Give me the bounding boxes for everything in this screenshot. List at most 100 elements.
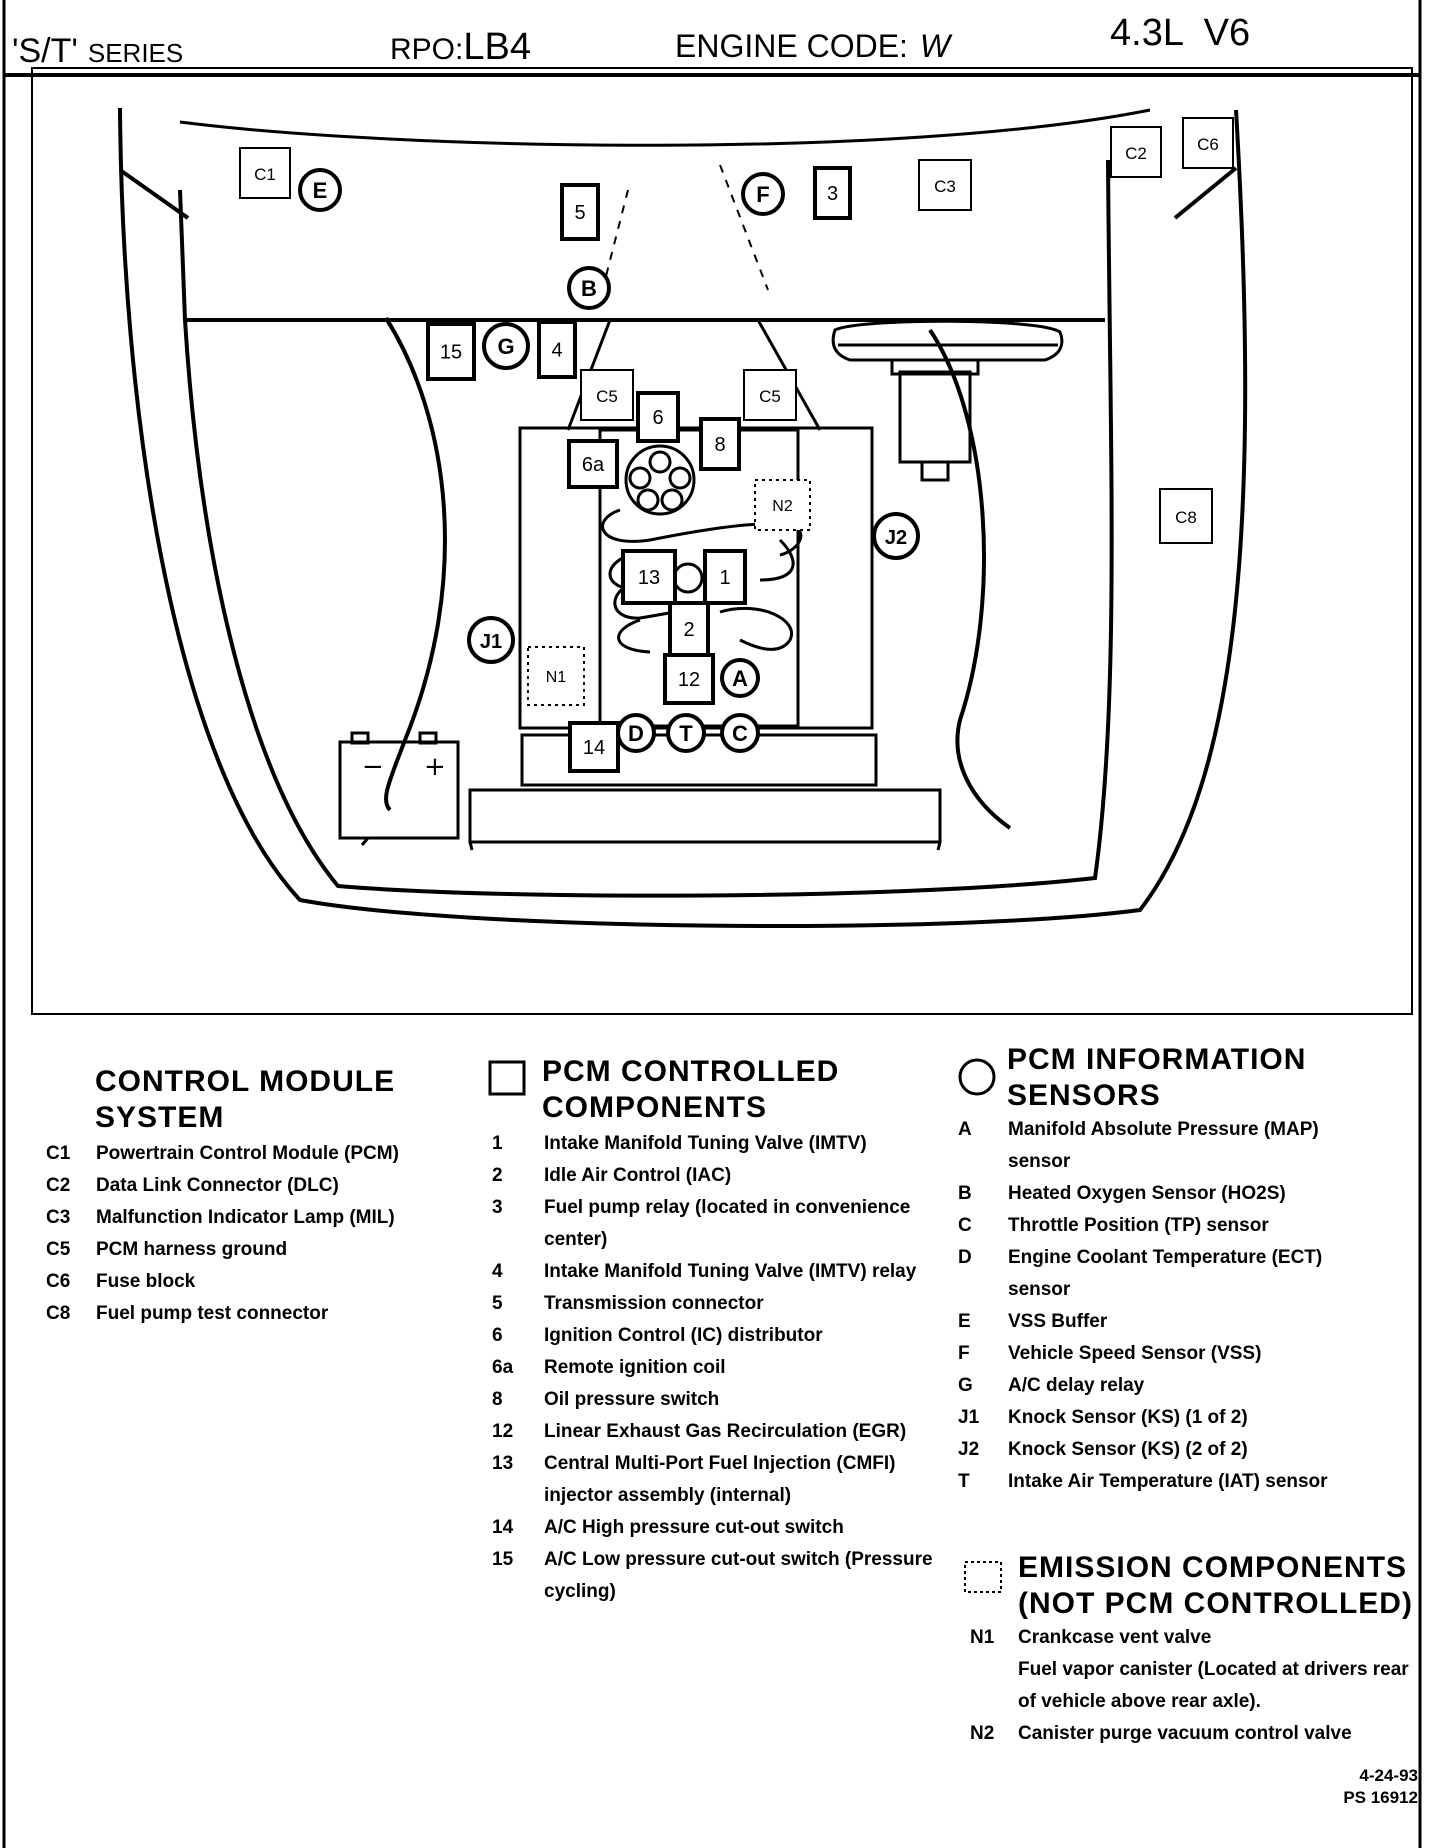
legend-code: N1 <box>970 1627 995 1648</box>
square-label-c8: C8 <box>1175 508 1197 527</box>
square-label-n6: 6 <box>652 407 663 429</box>
legend-code: 14 <box>492 1517 514 1538</box>
legend-desc: VSS Buffer <box>1008 1311 1108 1332</box>
square-n6 <box>636 391 680 443</box>
square-n8 <box>699 417 741 471</box>
legend-item-pcm_sensors-b: B Heated Oxygen Sensor (HO2S) <box>958 1178 1378 1210</box>
legend-code: 6 <box>492 1325 503 1346</box>
legend-desc: Engine Coolant Temperature (ECT) sensor <box>1008 1247 1323 1300</box>
legend-desc: Intake Manifold Tuning Valve (IMTV) <box>544 1133 867 1154</box>
square-n13 <box>621 549 677 605</box>
legend-item-emission-extra: Fuel vapor canister (Located at drivers … <box>970 1654 1412 1718</box>
legend-desc: A/C Low pressure cut-out switch (Pressur… <box>544 1549 933 1602</box>
square-n14 <box>568 721 620 773</box>
pcm-sensors-title: PCM INFORMATION SENSORS <box>1007 1043 1307 1112</box>
legend-code: 1 <box>492 1133 503 1154</box>
legend-code: E <box>958 1311 971 1332</box>
circle-e <box>298 168 342 212</box>
circle-j2 <box>872 512 920 560</box>
square-label-n12: 12 <box>678 669 700 691</box>
circle-g <box>482 322 530 370</box>
square-n1 <box>703 549 747 605</box>
battery <box>338 731 460 846</box>
legend-code: F <box>958 1343 970 1364</box>
square-c5b <box>743 369 797 421</box>
legend-code: C6 <box>46 1271 71 1292</box>
square-n3 <box>813 166 852 220</box>
legend-desc: Intake Air Temperature (IAT) sensor <box>1008 1471 1328 1492</box>
dotted-label-dn2: N2 <box>772 498 793 515</box>
square-n15 <box>426 322 476 381</box>
legend-code: 6a <box>492 1357 514 1378</box>
legend-code: C <box>958 1215 972 1236</box>
square-c6 <box>1182 117 1234 169</box>
legend-code: B <box>958 1183 972 1204</box>
legend-desc: PCM harness ground <box>96 1239 288 1260</box>
legend-code: 2 <box>492 1165 503 1186</box>
battery-plus: + <box>424 752 446 782</box>
legend-code: 15 <box>492 1549 514 1570</box>
legend-code: 8 <box>492 1389 503 1410</box>
legend-code: A <box>958 1119 972 1140</box>
legend-code: G <box>958 1375 973 1396</box>
legend-code: C1 <box>46 1143 71 1164</box>
square-c2 <box>1110 126 1162 178</box>
square-label-n15: 15 <box>440 342 462 364</box>
legend-desc: Fuse block <box>96 1271 196 1292</box>
series-label: 'S/T'SERIES <box>12 32 184 70</box>
square-label-c6: C6 <box>1197 135 1219 154</box>
legend-item-pcm_sensors-e: E VSS Buffer <box>958 1306 1378 1338</box>
circle-d <box>616 713 656 753</box>
pcm-sensors-list: A Manifold Absolute Pressure (MAP) sensor… <box>958 1114 1378 1498</box>
legend-item-pcm_controlled-1: 1 Intake Manifold Tuning Valve (IMTV) <box>492 1128 947 1160</box>
dotted-box-dn2 <box>754 479 811 531</box>
legend-code: C3 <box>46 1207 71 1228</box>
legend-item-pcm_controlled-14: 14 A/C High pressure cut-out switch <box>492 1512 947 1544</box>
circle-label-b: B <box>581 276 597 301</box>
circle-label-d: D <box>628 721 644 746</box>
square-label-n14: 14 <box>583 737 605 759</box>
legend-desc: Heated Oxygen Sensor (HO2S) <box>1008 1183 1286 1204</box>
legend-desc: Data Link Connector (DLC) <box>96 1175 339 1196</box>
square-label-n5: 5 <box>574 202 585 224</box>
square-n6a <box>567 439 619 489</box>
dotted-box-dn1 <box>527 646 585 706</box>
circle-a <box>720 658 760 698</box>
footer: 4-24-93 PS 16912 <box>1343 1765 1418 1809</box>
air-cleaner <box>831 319 1064 482</box>
header: 'S/T'SERIES RPO:LB4 ENGINE CODE:W 4.3L V… <box>0 10 1420 70</box>
square-label-c5b: C5 <box>759 387 781 406</box>
footer-date: 4-24-93 <box>1359 1766 1418 1785</box>
square-c3 <box>918 159 972 211</box>
square-c1 <box>239 147 291 199</box>
legend-desc: Fuel vapor canister (Located at drivers … <box>1018 1659 1409 1712</box>
pcm-controlled-title: PCM CONTROLLED COMPONENTS <box>542 1055 840 1124</box>
engine-size: 4.3L V6 <box>1110 12 1251 54</box>
square-n2 <box>668 601 710 657</box>
rpo-label: RPO:LB4 <box>390 26 531 68</box>
legend-code: 5 <box>492 1293 503 1314</box>
circle-label-j1: J1 <box>480 631 502 653</box>
square-c8 <box>1159 488 1213 544</box>
circle-f <box>741 172 785 216</box>
square-label-n2: 2 <box>683 619 694 641</box>
square-label-n8: 8 <box>714 434 725 456</box>
legend-desc: Intake Manifold Tuning Valve (IMTV) rela… <box>544 1261 917 1282</box>
legend-desc: Manifold Absolute Pressure (MAP) sensor <box>1008 1119 1319 1172</box>
legend-desc: A/C High pressure cut-out switch <box>544 1517 844 1538</box>
legend-item-pcm_controlled-15: 15 A/C Low pressure cut-out switch (Press… <box>492 1544 947 1608</box>
